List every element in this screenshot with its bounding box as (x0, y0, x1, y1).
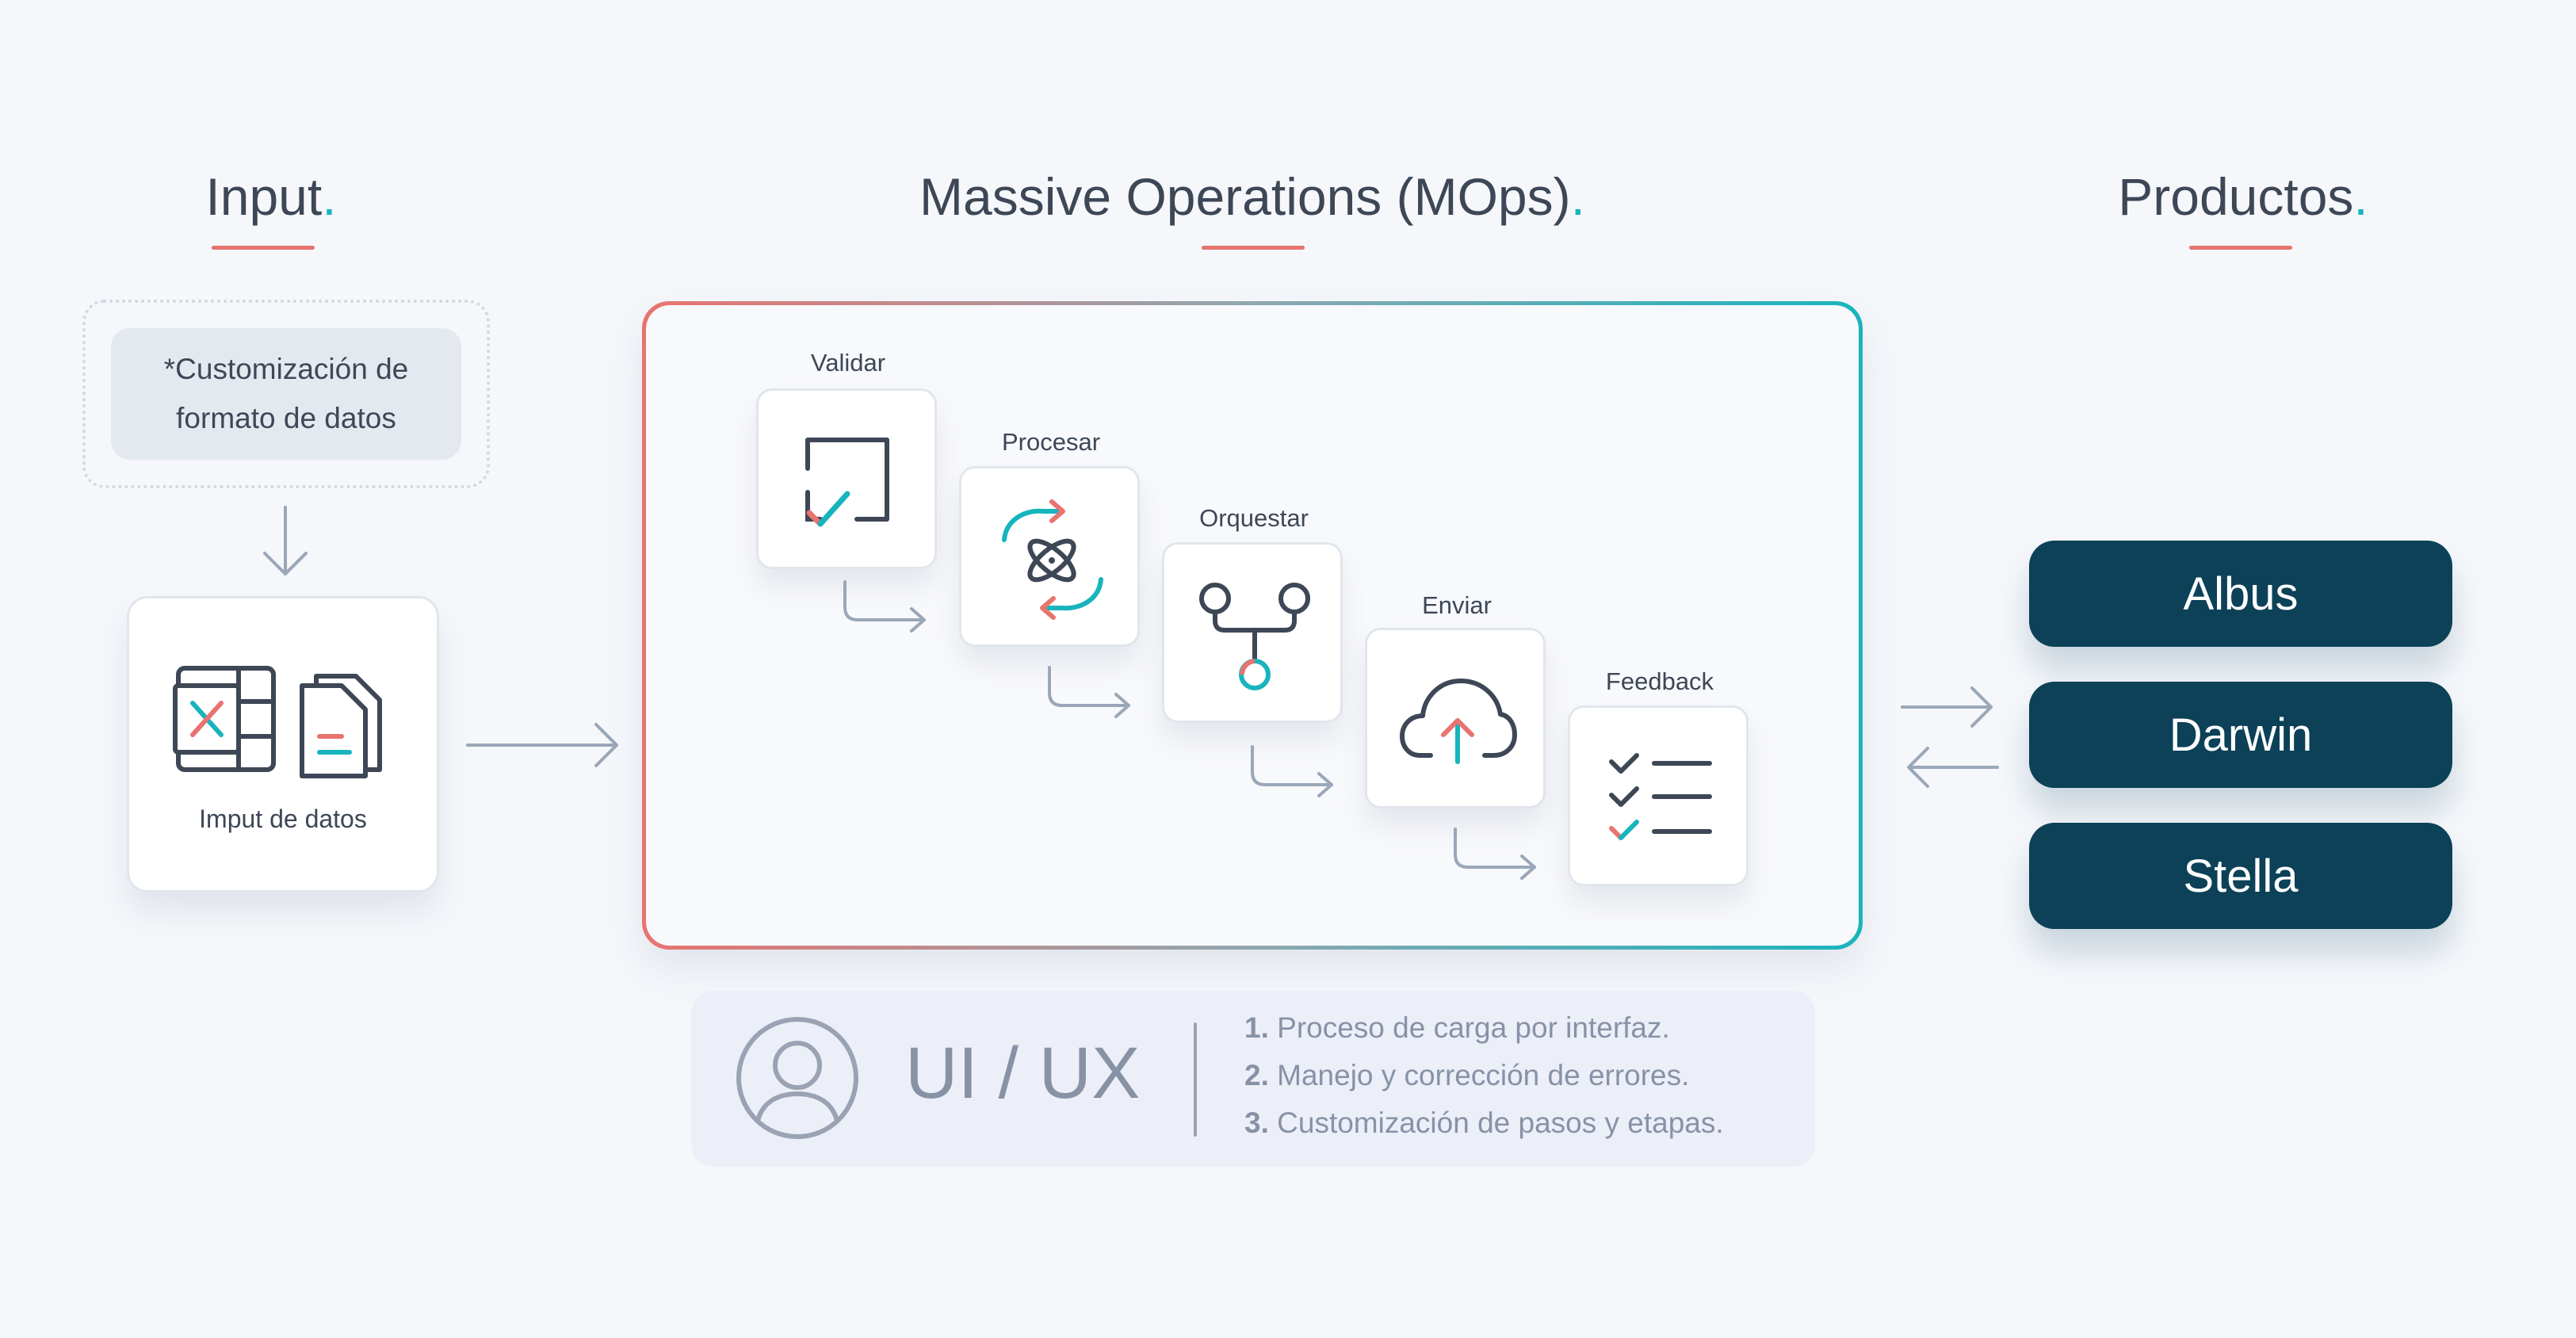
input-heading-underline (212, 246, 315, 250)
connector-arrow-1 (843, 580, 926, 633)
step-card-procesar (959, 466, 1140, 647)
checklist-icon (1609, 753, 1712, 840)
down-arrow-icon (263, 506, 308, 575)
validate-check-icon (805, 438, 889, 527)
right-arrow-icon (466, 723, 618, 767)
step-label-procesar: Procesar (1001, 428, 1101, 456)
spreadsheet-files-icon (173, 666, 382, 778)
connector-arrow-4 (1454, 828, 1536, 880)
step-label-enviar: Enviar (1422, 591, 1492, 619)
mops-heading-underline (1202, 246, 1305, 250)
step-label-orquestar: Orquestar (1199, 504, 1309, 532)
process-cycle-icon (1002, 499, 1103, 620)
products-heading-underline (2189, 246, 2292, 250)
step-card-feedback (1568, 705, 1749, 886)
mops-heading: Massive Operations (MOps). (919, 167, 1585, 226)
input-heading: Input. (205, 167, 337, 226)
bidirectional-arrows-icon (1901, 686, 1999, 788)
step-label-validar: Validar (810, 349, 886, 377)
cloud-upload-icon (1400, 679, 1517, 764)
uiux-panel: UI / UX 1. Proceso de carga por interfaz… (691, 991, 1815, 1167)
product-stella: Stella (2029, 823, 2452, 929)
connector-arrow-3 (1251, 745, 1333, 797)
data-input-card: Imput de datos (127, 596, 439, 893)
custom-format-container (82, 300, 490, 488)
step-card-enviar (1365, 628, 1546, 809)
products-heading: Productos. (2118, 167, 2368, 226)
product-darwin: Darwin (2029, 682, 2452, 788)
orchestrate-branch-icon (1199, 583, 1310, 690)
uiux-divider (1194, 1023, 1197, 1137)
connector-arrow-2 (1048, 666, 1130, 718)
uiux-item: 2. Manejo y corrección de errores. (1244, 1059, 1690, 1091)
step-card-orquestar (1162, 542, 1343, 723)
custom-format-card: *Customización de formato de datos (111, 328, 461, 460)
step-label-feedback: Feedback (1605, 667, 1714, 695)
uiux-item: 1. Proceso de carga por interfaz. (1244, 1011, 1670, 1044)
uiux-title: UI / UX (905, 1033, 1141, 1114)
user-avatar-icon (736, 1017, 858, 1139)
data-input-label: Imput de datos (199, 805, 367, 833)
uiux-item: 3. Customización de pasos y etapas. (1244, 1107, 1724, 1139)
step-card-validar (756, 388, 937, 569)
product-albus: Albus (2029, 541, 2452, 647)
